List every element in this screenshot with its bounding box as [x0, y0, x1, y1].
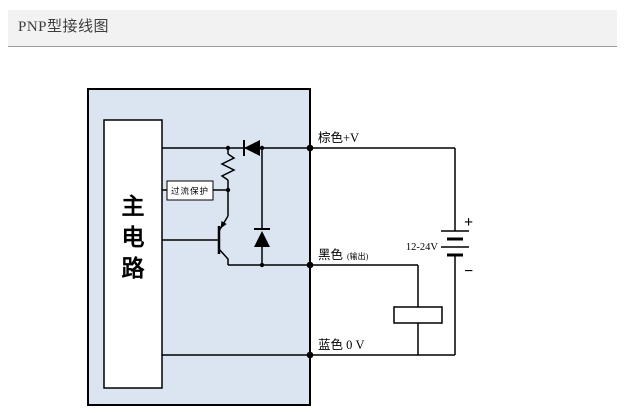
load-box	[393, 306, 443, 324]
label-brown-wire: 棕色+V	[318, 130, 359, 145]
transistor	[162, 215, 229, 265]
junction-dot-overcurrent	[225, 187, 231, 193]
label-output-note: (输出)	[347, 251, 369, 261]
page-title: PNP型接线图	[18, 19, 110, 35]
terminal-dot-brown	[306, 144, 314, 152]
reverse-protection-diode	[243, 140, 260, 156]
label-battery-plus: +	[464, 214, 473, 231]
transistor-emitter-arrow	[220, 221, 227, 229]
overcurrent-protection-box: 过流保护	[166, 180, 214, 201]
overcurrent-protection-label: 过流保护	[171, 186, 209, 196]
junction-dot-resistor	[225, 145, 231, 151]
label-blue-wire: 蓝色 0 V	[318, 337, 365, 352]
label-battery-minus: −	[464, 263, 473, 280]
resistor	[220, 153, 236, 181]
zener-triangle	[254, 231, 270, 247]
wires	[162, 147, 456, 356]
label-black-wire: 黑色	[318, 247, 344, 262]
terminal-dot-blue	[306, 351, 314, 359]
junction-dots	[225, 144, 314, 359]
transistor-collector	[218, 248, 229, 265]
junction-dot-zener-top	[259, 145, 265, 151]
junction-dot-zener-bottom	[259, 262, 265, 268]
battery	[441, 230, 469, 257]
wire-labels: 棕色+V 黑色 (输出) 蓝色 0 V 12-24V + −	[318, 130, 473, 352]
zener-diode	[254, 148, 270, 265]
label-voltage: 12-24V	[406, 242, 438, 253]
main-circuit-label: 主电路	[118, 194, 143, 287]
main-circuit-box	[103, 119, 163, 389]
title-bar: PNP型接线图	[8, 10, 617, 47]
terminal-dot-black	[306, 261, 314, 269]
